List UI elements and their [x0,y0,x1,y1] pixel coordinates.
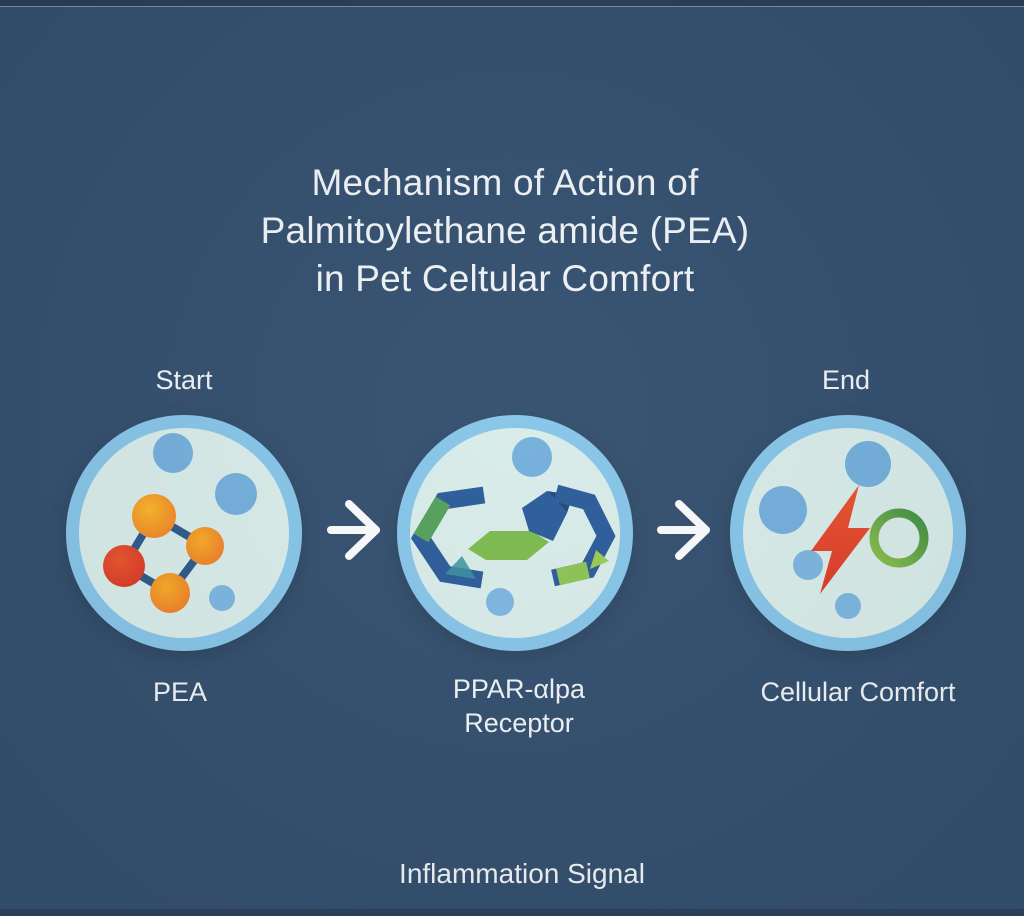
cell-circle-comfort [730,415,966,651]
pea-cell-art [103,433,257,613]
molecule-icon [103,494,224,613]
title-line-1: Mechanism of Action of [311,162,699,203]
receptor-cell-art [410,437,616,616]
comfort-cell-art [759,441,929,619]
title-line-3: in Pet Celtular Comfort [315,258,695,299]
cell-circle-receptor [397,415,633,651]
top-edge-strip [0,0,1024,6]
receptor-ribbon-icon [410,484,616,589]
step-label-pea: PEA [152,677,208,707]
lightning-bolt-icon [811,485,870,594]
bubble-icons [486,437,552,616]
title-line-2: Palmitoylethane amide (PEA) [260,210,750,251]
bubble-icons [153,433,257,611]
step-label-receptor-line-1: PPAR-αlpa [452,674,586,704]
step-label-comfort: Cellular Comfort [760,677,956,707]
start-label: Start [155,365,213,395]
end-label: End [821,365,871,395]
right-arrow-icon [327,500,380,560]
page-title: Mechanism of Action of Palmitoylethane a… [0,159,1010,303]
right-arrow-icon [657,500,710,560]
step-label-receptor: PPAR-αlpa Receptor [399,672,639,740]
bottom-edge-strip [0,909,1024,916]
footer-caption: Inflammation Signal [399,858,645,889]
bubble-icons [759,441,891,619]
top-hairline [0,6,1024,7]
step-label-receptor-line-2: Receptor [464,708,574,738]
ring-icon [869,508,929,568]
cell-circle-pea [66,415,302,651]
